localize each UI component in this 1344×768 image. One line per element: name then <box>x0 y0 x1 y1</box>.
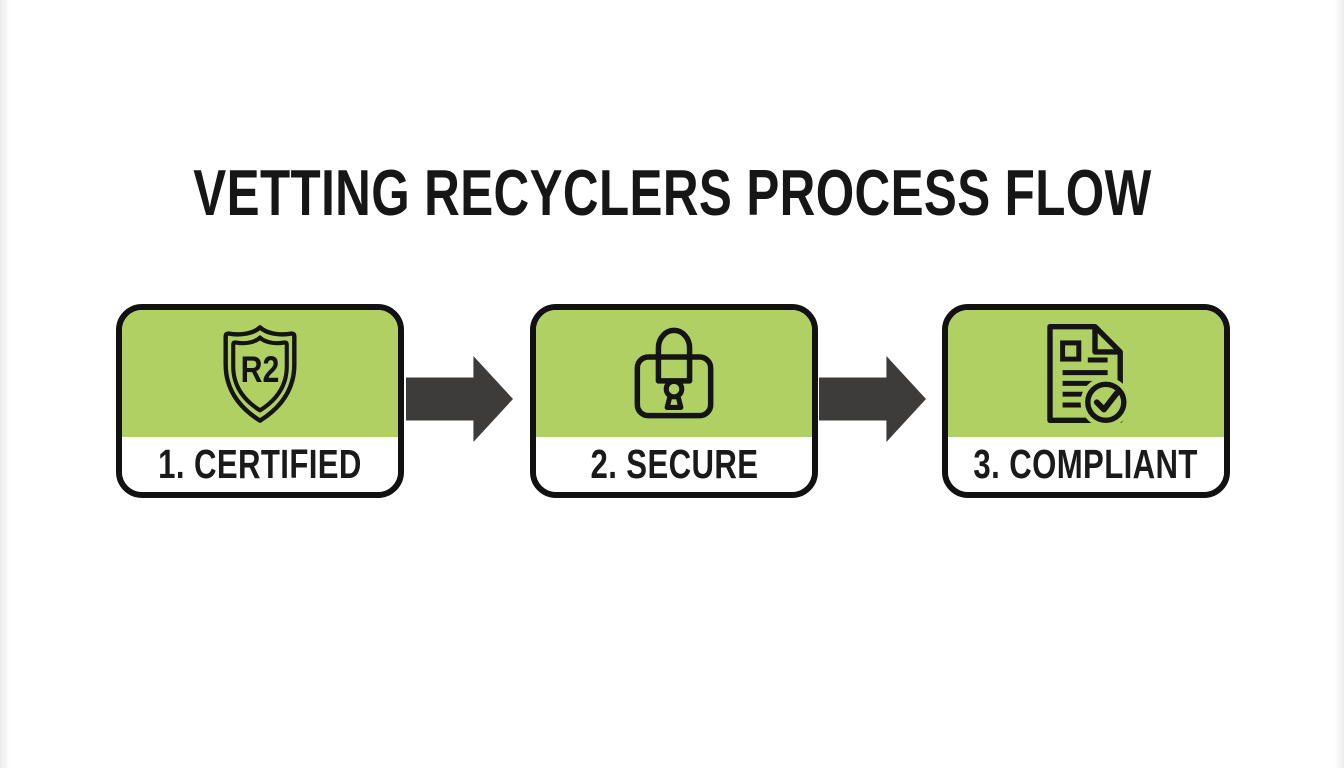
page-title-text: VETTING RECYCLERS PROCESS FLOW <box>192 156 1152 229</box>
r2-shield-icon: R2 <box>223 324 297 423</box>
step-compliant-icon-area <box>948 310 1224 437</box>
step-secure-label-area: 2. SECURE <box>536 437 812 492</box>
step-certified-label-area: 1. CERTIFIED <box>122 437 398 492</box>
step-box-certified: R2 1. CERTIFIED <box>116 304 404 498</box>
step-box-compliant: 3. COMPLIANT <box>942 304 1230 498</box>
step-box-secure: 2. SECURE <box>530 304 818 498</box>
r2-shield-text: R2 <box>241 348 280 389</box>
step-compliant-label: 3. COMPLIANT <box>973 441 1199 487</box>
left-edge-artifact <box>0 0 10 768</box>
right-edge-artifact <box>1334 0 1344 768</box>
arrow-right-icon <box>406 356 513 442</box>
step-certified-label: 1. CERTIFIED <box>158 441 362 487</box>
page-title: VETTING RECYCLERS PROCESS FLOW <box>0 147 1344 238</box>
step-certified-icon-area: R2 <box>122 310 398 437</box>
step-secure-icon-area <box>536 310 812 437</box>
padlock-icon <box>634 327 714 419</box>
document-check-icon <box>1047 324 1131 424</box>
arrow-right-icon <box>819 356 926 442</box>
step-secure-label: 2. SECURE <box>590 441 758 487</box>
step-compliant-label-area: 3. COMPLIANT <box>948 437 1224 492</box>
